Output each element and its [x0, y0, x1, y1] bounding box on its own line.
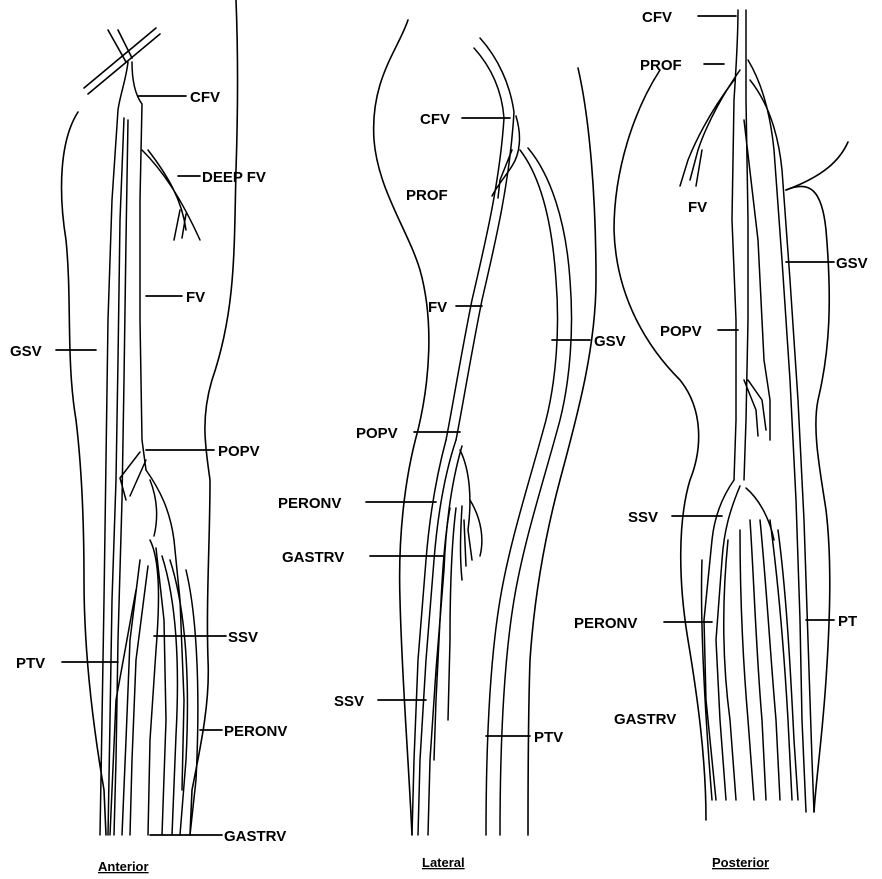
lateral-label-gsv: GSV [594, 333, 626, 350]
lateral-leader-lines [366, 118, 590, 736]
posterior-caption: Posterior [712, 855, 769, 870]
lateral-label-fv: FV [428, 299, 447, 316]
posterior-label-gsv: GSV [836, 255, 868, 272]
lateral-view: CFV PROF FV GSV POPV PERONV GASTRV SSV P… [278, 20, 626, 870]
lateral-leg-outline [374, 20, 596, 835]
anterior-view: CFV DEEP FV FV GSV POPV SSV PTV PERONV G… [10, 0, 287, 874]
lateral-label-cfv: CFV [420, 111, 450, 128]
posterior-label-gastrv: GASTRV [614, 711, 676, 728]
lateral-label-popv: POPV [356, 425, 398, 442]
anterior-label-fv: FV [186, 289, 205, 306]
posterior-label-popv: POPV [660, 323, 702, 340]
posterior-label-fv: FV [688, 199, 707, 216]
anterior-caption: Anterior [98, 859, 149, 874]
lateral-label-ssv: SSV [334, 693, 364, 710]
posterior-veins [680, 10, 814, 812]
anterior-labels: CFV DEEP FV FV GSV POPV SSV PTV PERONV G… [10, 89, 287, 845]
posterior-label-ssv: SSV [628, 509, 658, 526]
anterior-label-popv: POPV [218, 443, 260, 460]
posterior-label-peronv: PERONV [574, 615, 637, 632]
anterior-label-cfv: CFV [190, 89, 220, 106]
lateral-label-peronv: PERONV [278, 495, 341, 512]
anterior-veins [100, 62, 200, 835]
posterior-leg-outline [614, 70, 848, 820]
lateral-caption: Lateral [422, 855, 465, 870]
posterior-view: CFV PROF FV GSV POPV SSV PERONV PT GASTR… [574, 9, 868, 870]
anterior-label-gsv: GSV [10, 343, 42, 360]
anterior-leg-outline [62, 0, 238, 835]
anterior-label-peronv: PERONV [224, 723, 287, 740]
anterior-label-deep-fv: DEEP FV [202, 169, 266, 186]
anterior-label-ssv: SSV [228, 629, 258, 646]
lateral-veins [412, 38, 572, 835]
anterior-label-ptv: PTV [16, 655, 45, 672]
posterior-label-prof: PROF [640, 57, 682, 74]
posterior-leader-lines [664, 16, 834, 622]
lateral-label-ptv: PTV [534, 729, 563, 746]
lateral-label-gastrv: GASTRV [282, 549, 344, 566]
lateral-label-prof: PROF [406, 187, 448, 204]
posterior-label-pt: PT [838, 613, 857, 630]
anterior-label-gastrv: GASTRV [224, 828, 286, 845]
posterior-label-cfv: CFV [642, 9, 672, 26]
anterior-leader-lines [56, 96, 226, 835]
